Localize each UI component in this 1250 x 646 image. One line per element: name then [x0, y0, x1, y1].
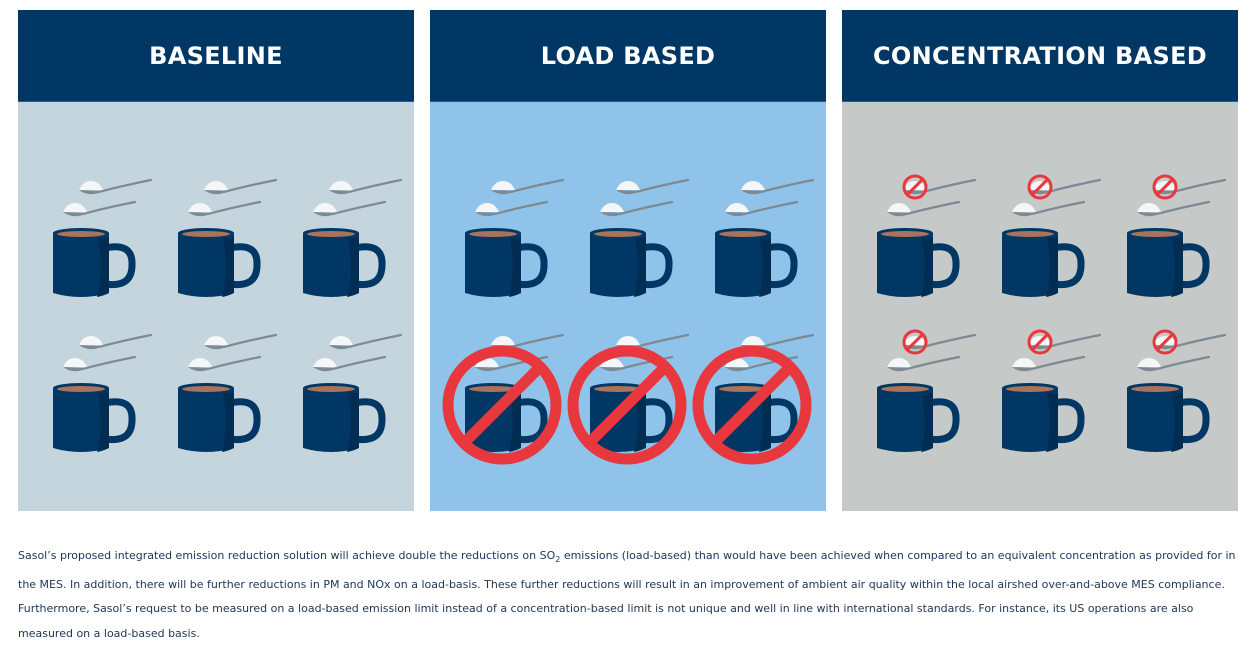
sugar-spoon-icon: [616, 178, 690, 195]
panel-header: LOAD BASED: [430, 10, 826, 102]
sugar-spoon-icon: [1137, 355, 1211, 372]
coffee-mug-icon: [715, 178, 815, 297]
coffee-mug-icon: [877, 174, 977, 297]
sugar-spoon-icon: [313, 355, 387, 372]
sugar-spoon-icon: [79, 333, 153, 350]
prohibited-icon: [1027, 174, 1053, 200]
coffee-mug-icon: [53, 178, 153, 297]
caption-paragraph: Sasol’s proposed integrated emission red…: [18, 549, 1236, 640]
prohibited-icon: [902, 174, 928, 200]
prohibited-icon: [692, 345, 812, 465]
coffee-mug-icon: [692, 333, 815, 465]
coffee-mug-icon: [1127, 174, 1227, 297]
prohibited-icon: [442, 345, 562, 465]
panel-title: LOAD BASED: [540, 41, 716, 70]
panel-header: BASELINE: [18, 10, 414, 102]
panel-illustration: [842, 102, 1238, 511]
coffee-mug-icon: [442, 333, 565, 465]
sugar-spoon-icon: [725, 200, 799, 217]
sugar-spoon-icon: [329, 333, 403, 350]
sugar-spoon-icon: [741, 178, 815, 195]
sugar-spoon-icon: [188, 200, 262, 217]
coffee-mug-icon: [178, 178, 278, 297]
sugar-spoon-icon: [204, 178, 278, 195]
coffee-mug-icon: [877, 329, 977, 452]
coffee-mug-icon: [590, 178, 690, 297]
coffee-mug-icon: [303, 178, 403, 297]
panel-title: CONCENTRATION BASED: [872, 41, 1208, 70]
panel-illustration: [430, 102, 826, 511]
sugar-spoon-icon: [79, 178, 153, 195]
sugar-spoon-icon: [1137, 200, 1211, 217]
prohibited-icon: [1027, 329, 1053, 355]
sugar-spoon-icon: [63, 355, 137, 372]
sugar-spoon-icon: [600, 200, 674, 217]
sugar-spoon-icon: [887, 200, 961, 217]
sugar-spoon-icon: [475, 200, 549, 217]
coffee-mug-icon: [567, 333, 690, 465]
prohibited-icon: [1152, 329, 1178, 355]
coffee-mug-icon: [465, 178, 565, 297]
sugar-spoon-icon: [491, 178, 565, 195]
coffee-mug-icon: [1127, 329, 1227, 452]
sugar-spoon-icon: [313, 200, 387, 217]
prohibited-icon: [567, 345, 687, 465]
coffee-mug-icon: [53, 333, 153, 452]
coffee-mug-icon: [1002, 174, 1102, 297]
panel-load-based: LOAD BASED: [430, 10, 826, 511]
coffee-mug-icon: [1002, 329, 1102, 452]
sugar-spoon-icon: [1012, 355, 1086, 372]
panel-illustration: [18, 102, 414, 511]
sugar-spoon-icon: [887, 355, 961, 372]
sugar-spoon-icon: [204, 333, 278, 350]
coffee-mug-icon: [303, 333, 403, 452]
coffee-mug-icon: [178, 333, 278, 452]
panel-concentration-based: CONCENTRATION BASED: [842, 10, 1238, 511]
sugar-spoon-icon: [1012, 200, 1086, 217]
panel-title: BASELINE: [149, 41, 283, 70]
prohibited-icon: [902, 329, 928, 355]
panel-baseline: BASELINE: [18, 10, 414, 511]
prohibited-icon: [1152, 174, 1178, 200]
sugar-spoon-icon: [63, 200, 137, 217]
sugar-spoon-icon: [188, 355, 262, 372]
panel-header: CONCENTRATION BASED: [842, 10, 1238, 102]
sugar-spoon-icon: [329, 178, 403, 195]
